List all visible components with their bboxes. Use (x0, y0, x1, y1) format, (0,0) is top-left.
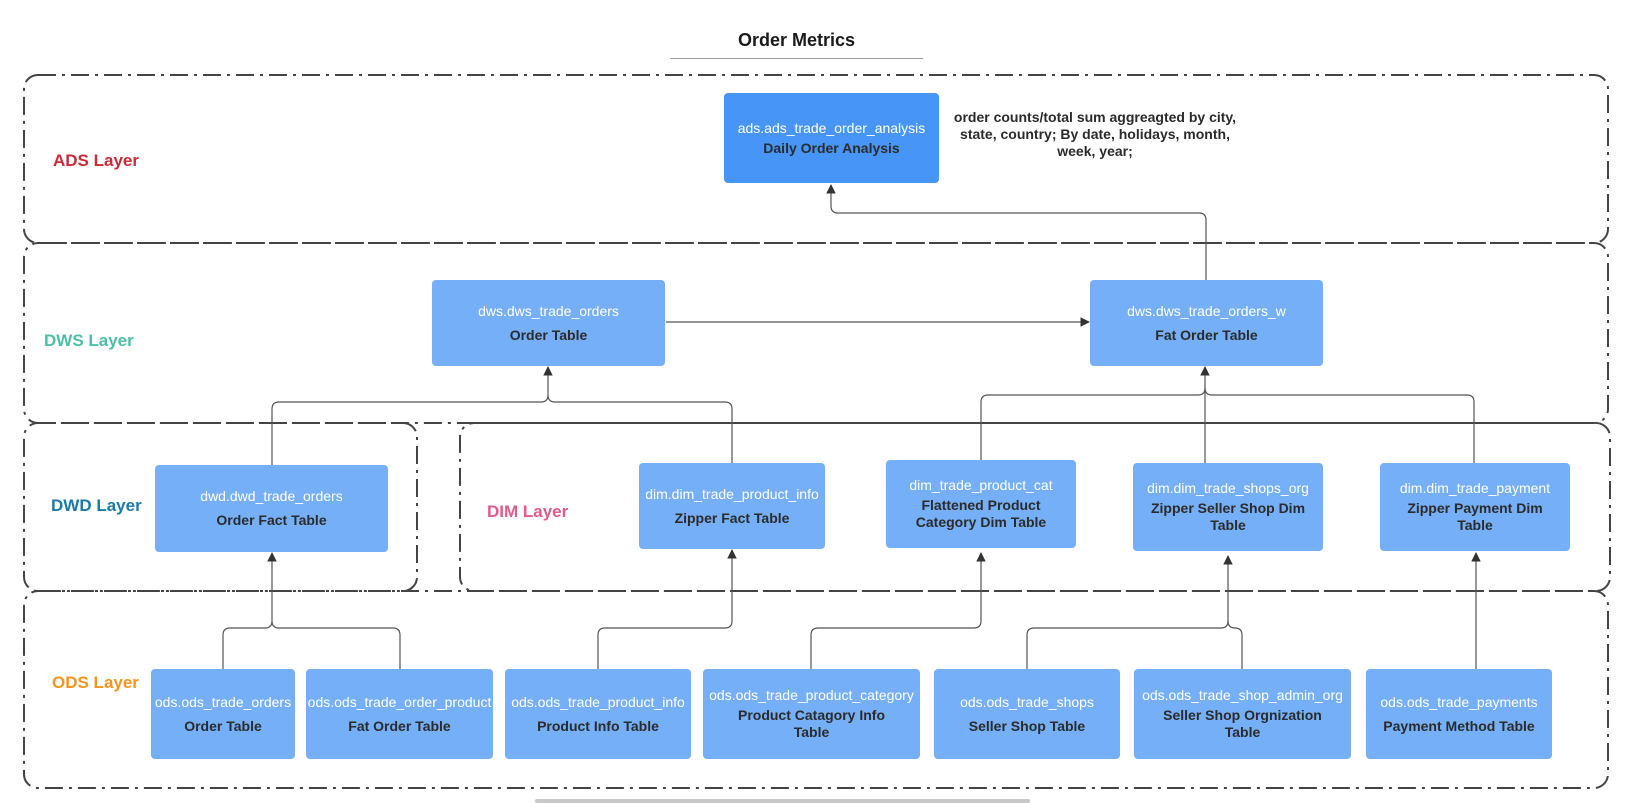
connector-dwd-to-dws-orders (271, 366, 553, 465)
node-table-name: dim.dim_trade_product_info (645, 485, 819, 502)
node-table-name: ods.ods_trade_orders (154, 693, 292, 710)
dws-layer-label-text: DWS Layer (44, 331, 134, 350)
node-dim-shops-org[interactable]: dim.dim_trade_shops_org Zipper Seller Sh… (1133, 463, 1323, 551)
dwd-layer-label-text: DWD Layer (51, 496, 142, 515)
node-description: Product Catagory Info Table (737, 707, 885, 740)
node-ods-orders[interactable]: ods.ods_trade_orders Order Table (151, 669, 295, 759)
node-description: Order Table (509, 326, 588, 343)
node-table-name: ads.ads_trade_order_analysis (737, 119, 926, 136)
node-description: Product Info Table (537, 717, 659, 734)
node-ods-product-info[interactable]: ods.ods_trade_product_info Product Info … (505, 669, 691, 759)
node-table-name: ods.ods_trade_shop_admin_org (1142, 687, 1343, 703)
dws-layer-label: DWS Layer (44, 331, 134, 351)
node-description: Zipper Payment Dim Table (1407, 500, 1543, 533)
connector-ods-orders-to-dwd (222, 552, 277, 669)
dim-layer-label-text: DIM Layer (487, 502, 569, 521)
connector-dim-payment-to-dws-w (1204, 387, 1475, 463)
ads-layer-border (23, 74, 1609, 244)
node-description: Fat Order Table (1155, 326, 1258, 343)
connector-ods-product-category-to-dim-product-cat (810, 552, 986, 669)
node-ads-order-analysis[interactable]: ads.ads_trade_order_analysis Daily Order… (724, 93, 939, 183)
node-ods-order-product[interactable]: ods.ods_trade_order_product Fat Order Ta… (306, 669, 493, 759)
ads-layer-label: ADS Layer (53, 151, 139, 171)
node-description: Flattened Product Category Dim Table (915, 497, 1047, 530)
ods-layer-border (23, 590, 1609, 789)
node-description: Seller Shop Orgnization Table (1163, 707, 1322, 740)
node-description: Fat Order Table (348, 717, 451, 734)
node-description: Zipper Seller Shop Dim Table (1150, 500, 1306, 533)
node-dws-orders[interactable]: dws.dws_trade_orders Order Table (432, 280, 665, 366)
node-table-name: ods.ods_trade_product_info (511, 693, 685, 710)
node-table-name: dws.dws_trade_orders_w (1127, 302, 1286, 319)
node-table-name: dim.dim_trade_shops_org (1147, 480, 1309, 496)
connector-ods-product-info-to-dim-product-info (597, 549, 737, 669)
node-ods-shops[interactable]: ods.ods_trade_shops Seller Shop Table (934, 669, 1120, 759)
node-dim-product-cat[interactable]: dim_trade_product_cat Flattened Product … (886, 460, 1076, 548)
connector-ods-shops-to-dim-shops-org (1026, 555, 1233, 669)
node-table-name: ods.ods_trade_product_category (709, 687, 914, 703)
node-dwd-orders[interactable]: dwd.dwd_trade_orders Order Fact Table (155, 465, 388, 552)
node-dws-orders-w[interactable]: dws.dws_trade_orders_w Fat Order Table (1090, 280, 1323, 366)
node-description: Daily Order Analysis (763, 139, 900, 156)
node-description: Payment Method Table (1383, 717, 1535, 734)
horizontal-scrollbar[interactable] (535, 799, 1030, 803)
node-table-name: ods.ods_trade_shops (960, 693, 1094, 710)
ads-layer-label-text: ADS Layer (53, 151, 139, 170)
connector-dws-w-to-ads (826, 184, 1207, 280)
node-ods-shop-admin-org[interactable]: ods.ods_trade_shop_admin_org Seller Shop… (1134, 669, 1351, 759)
connector-dim-product-info-to-dws-orders (547, 394, 733, 463)
node-description: Order Table (184, 717, 262, 734)
dwd-layer-label: DWD Layer (51, 496, 142, 516)
node-table-name: dim.dim_trade_payment (1399, 480, 1551, 496)
ods-layer-label-text: ODS Layer (52, 673, 139, 692)
connector-dim-product-cat-to-dws-w (980, 366, 1210, 460)
dim-layer-label: DIM Layer (487, 502, 568, 522)
dim-layer-border (459, 422, 1611, 592)
diagram-title: Order Metrics (670, 30, 923, 59)
connector-ods-order-product-to-dwd (271, 620, 401, 669)
connector-ods-shop-admin-org-to-dim-shops-org (1227, 620, 1243, 669)
node-dim-payment[interactable]: dim.dim_trade_payment Zipper Payment Dim… (1380, 463, 1570, 551)
node-ods-product-category[interactable]: ods.ods_trade_product_category Product C… (703, 669, 920, 759)
dws-layer-border (23, 242, 1609, 424)
ods-layer-label: ODS Layer (52, 673, 139, 693)
node-table-name: dws.dws_trade_orders (478, 302, 619, 319)
node-description: Zipper Fact Table (674, 509, 790, 526)
node-table-name: ods.ods_trade_payments (1380, 693, 1538, 710)
node-table-name: ods.ods_trade_order_product (307, 693, 492, 710)
node-table-name: dim_trade_product_cat (909, 477, 1053, 493)
node-description: Order Fact Table (216, 512, 327, 528)
node-dim-product-info[interactable]: dim.dim_trade_product_info Zipper Fact T… (639, 463, 825, 549)
node-ods-payments[interactable]: ods.ods_trade_payments Payment Method Ta… (1366, 669, 1552, 759)
ads-annotation-note: order counts/total sum aggreagted by cit… (953, 109, 1237, 159)
node-table-name: dwd.dwd_trade_orders (200, 488, 343, 504)
node-description: Seller Shop Table (968, 717, 1086, 734)
